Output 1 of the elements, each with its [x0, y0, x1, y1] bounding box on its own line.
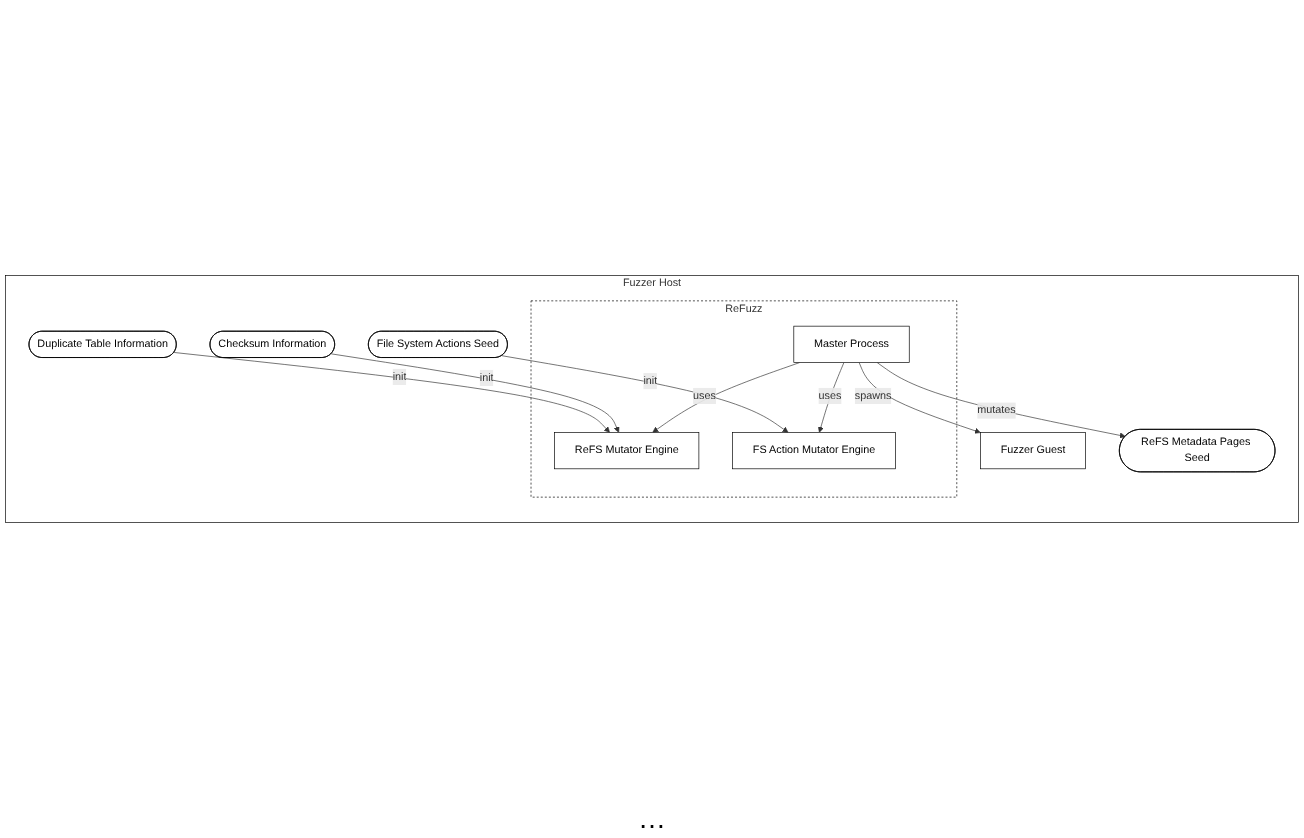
ellipsis-note: …: [638, 802, 666, 834]
